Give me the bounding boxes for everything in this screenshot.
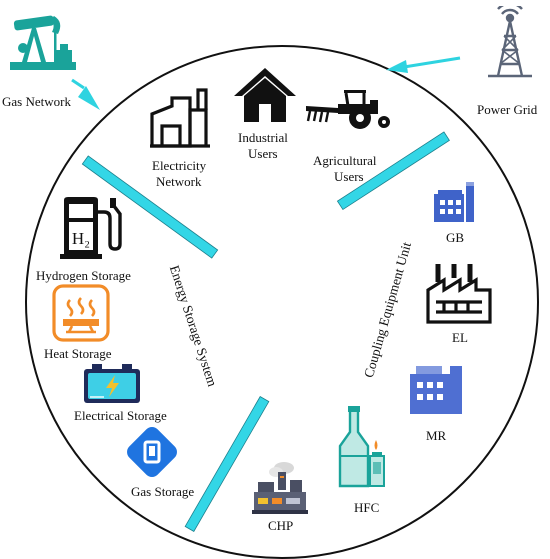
mr-label: MR: [426, 428, 447, 443]
factory-outline-icon: [148, 88, 212, 150]
arrow-gas-network: [71, 78, 85, 90]
hfc-label: HFC: [354, 500, 380, 515]
fuel-cell-flask-icon: [336, 404, 398, 490]
house-icon: [232, 66, 298, 124]
power-grid-label: Power Grid: [477, 102, 538, 117]
electrical-storage-label: Electrical Storage: [74, 408, 167, 423]
electricity-network-label-line1: Electricity: [152, 158, 207, 173]
tractor-icon: [304, 86, 390, 130]
electricity-network-label-line2: Network: [156, 174, 202, 189]
industrial-users-label-line1: Industrial: [238, 130, 288, 145]
hydrogen-storage-label: Hydrogen Storage: [36, 268, 131, 283]
industrial-users-label-line2: Users: [248, 146, 278, 161]
gas-tank-icon: [120, 424, 184, 484]
methanation-reactor-icon: [408, 364, 466, 416]
battery-icon: [82, 362, 142, 406]
divider-bar-upper-left: [81, 155, 219, 259]
gas-network-label: Gas Network: [2, 94, 71, 109]
el-label: EL: [452, 330, 468, 345]
heat-storage-icon: [52, 284, 110, 342]
h2-icon-text: H₂: [72, 229, 90, 248]
gas-boiler-icon: [432, 182, 480, 224]
transmission-tower-icon: [478, 6, 542, 78]
chp-label: CHP: [268, 518, 294, 533]
agricultural-users-label-line1: Agricultural: [313, 153, 377, 168]
gas-storage-label: Gas Storage: [131, 484, 195, 499]
agricultural-users-label-line2: Users: [334, 169, 364, 184]
electrolyzer-factory-icon: [424, 260, 494, 326]
chp-plant-icon: [250, 458, 310, 516]
heat-storage-label: Heat Storage: [44, 346, 112, 361]
hydrogen-pump-icon: H₂: [60, 196, 126, 260]
gb-label: GB: [446, 230, 465, 245]
pump-jack-icon: [10, 12, 78, 74]
hub-circle: [25, 45, 539, 559]
divider-bar-lower: [184, 396, 270, 532]
divider-bar-upper-right: [336, 131, 450, 211]
arrow-power-grid: [403, 56, 461, 69]
